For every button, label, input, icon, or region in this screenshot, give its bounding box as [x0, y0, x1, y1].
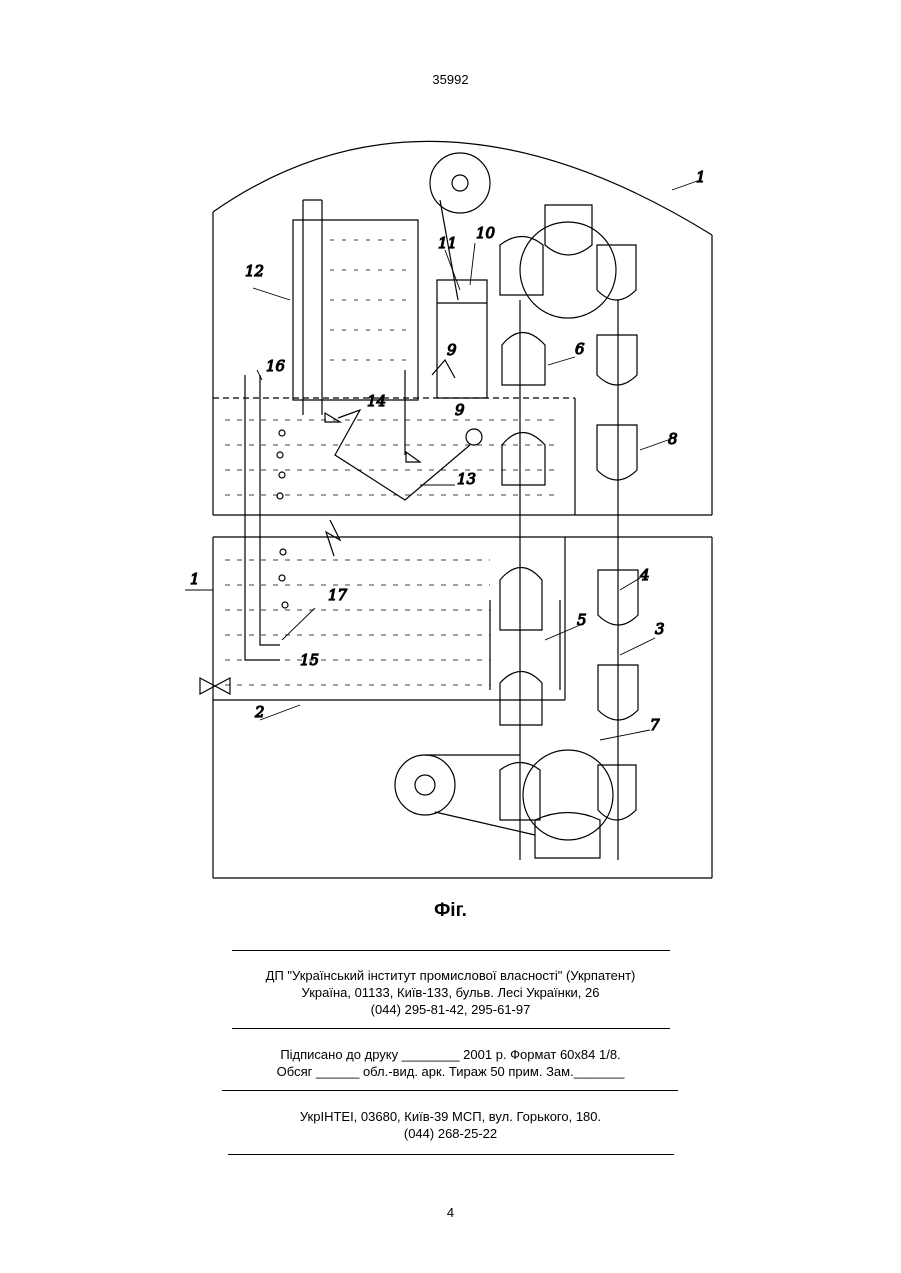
label-13: 13	[457, 470, 476, 488]
printer-line-2: (044) 268-25-22	[0, 1125, 901, 1142]
label-9-upper: 9	[447, 341, 457, 359]
linkage-13	[335, 410, 470, 500]
label-15: 15	[300, 651, 319, 669]
label-7: 7	[650, 716, 660, 734]
carrier-lower-bottom	[535, 813, 600, 859]
pipe-16	[245, 375, 280, 660]
figure-caption: Фіг.	[0, 900, 901, 922]
label-3: 3	[655, 620, 665, 638]
tank-12	[293, 220, 418, 400]
pipe-16-inner	[260, 375, 280, 645]
publisher-line-1: ДП "Український інститут промислової вла…	[0, 967, 901, 984]
carrier-upper-left	[500, 237, 543, 296]
label-1-top: 1	[696, 168, 706, 186]
label-17: 17	[328, 586, 348, 604]
label-10: 10	[476, 224, 496, 242]
divider-2	[232, 1028, 670, 1029]
page-number: 4	[0, 1205, 901, 1220]
housing-dome	[213, 141, 712, 235]
bubbles	[277, 430, 288, 608]
technical-drawing: 1 1 2 3 4 5 6 7 8 9 9 10 11 12 13 14 15 …	[160, 120, 730, 890]
pulley-top	[430, 153, 490, 213]
carrier-8	[597, 425, 637, 480]
carrier-left-mid	[502, 433, 545, 486]
label-2: 2	[254, 703, 265, 721]
lever-9	[432, 360, 455, 378]
printer-block: УкрІНТЕІ, 03680, Київ-39 МСП, вул. Горьк…	[0, 1108, 901, 1142]
drain-valve	[200, 678, 230, 694]
print-info-line-1: Підписано до друку ________ 2001 р. Форм…	[0, 1046, 901, 1063]
carrier-lower-right	[598, 765, 636, 820]
label-5: 5	[577, 611, 587, 629]
pulley-top-hub	[452, 175, 468, 191]
carrier-right-1	[597, 335, 637, 385]
label-11: 11	[438, 234, 457, 252]
label-9-lower: 9	[455, 401, 465, 419]
carrier-5-top	[500, 568, 542, 631]
label-14: 14	[367, 392, 386, 410]
document-number: 35992	[0, 72, 901, 87]
carrier-5-bottom	[500, 672, 542, 726]
label-6: 6	[575, 340, 585, 358]
printer-line-1: УкрІНТЕІ, 03680, Київ-39 МСП, вул. Горьк…	[0, 1108, 901, 1125]
divider-3	[222, 1090, 678, 1091]
linkage-roller	[466, 429, 482, 445]
cylinder-10	[437, 280, 487, 398]
carrier-6	[502, 333, 545, 386]
label-12: 12	[245, 262, 264, 280]
label-4: 4	[639, 566, 650, 584]
label-16: 16	[266, 357, 286, 375]
publisher-block: ДП "Український інститут промислової вла…	[0, 967, 901, 1018]
sprocket-upper	[520, 222, 616, 318]
carrier-upper-top	[545, 205, 592, 255]
publisher-line-3: (044) 295-81-42, 295-61-97	[0, 1001, 901, 1018]
divider-1	[232, 950, 670, 951]
break-zigzag	[326, 520, 340, 556]
tank-hatching	[330, 240, 412, 360]
divider-4	[228, 1154, 674, 1155]
publisher-line-2: Україна, 01133, Київ-133, бульв. Лесі Ук…	[0, 984, 901, 1001]
print-info-line-2: Обсяг ______ обл.-вид. арк. Тираж 50 при…	[0, 1063, 901, 1080]
print-info-block: Підписано до друку ________ 2001 р. Форм…	[0, 1046, 901, 1080]
label-8: 8	[668, 430, 678, 448]
label-1-left: 1	[190, 570, 200, 588]
pulley-bottom-hub	[415, 775, 435, 795]
pulley-bottom	[395, 755, 455, 815]
